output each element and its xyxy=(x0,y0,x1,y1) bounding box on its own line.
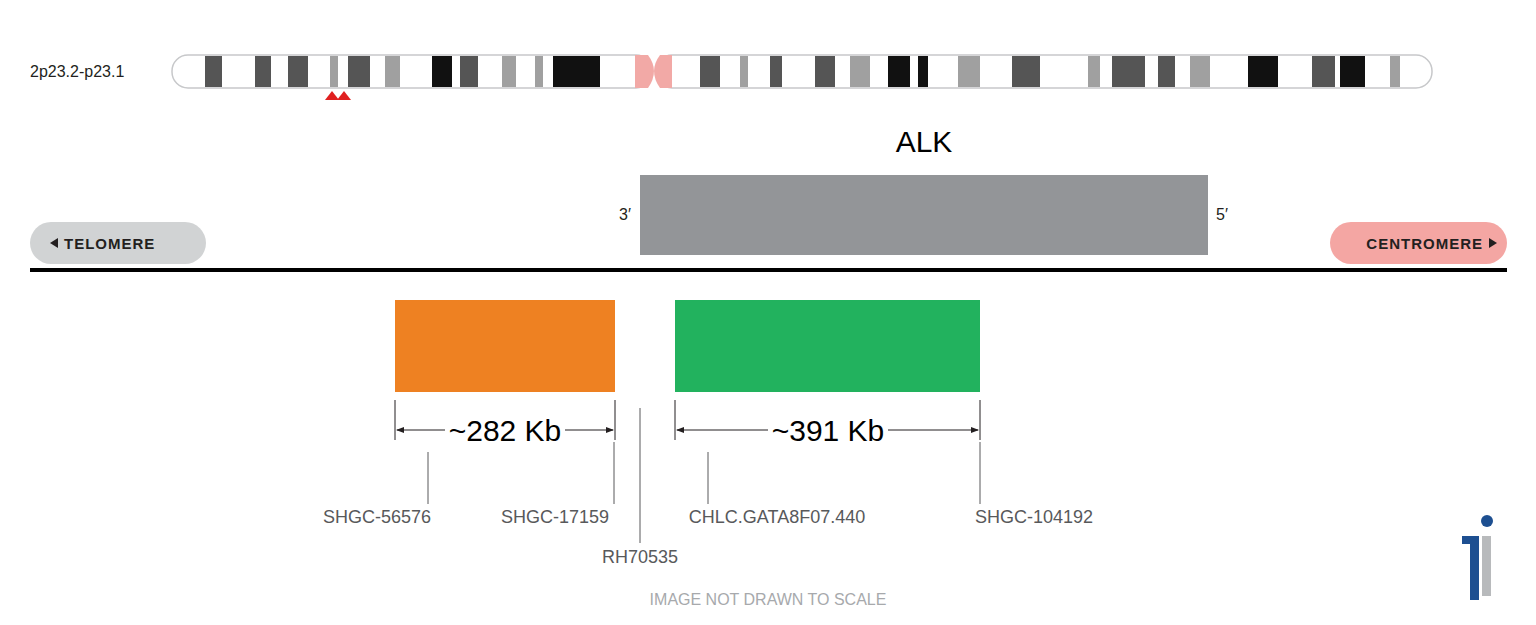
telomere-pill xyxy=(30,222,206,264)
marker-name: RH70535 xyxy=(598,548,682,568)
logo xyxy=(1462,515,1493,600)
direction-label: TELOMERE xyxy=(64,235,155,252)
band-label: 2p23.2-p23.1 xyxy=(26,63,128,81)
centromere-label: CENTROMERE xyxy=(1330,222,1507,264)
marker-name: CHLC.GATA8F07.440 xyxy=(685,508,869,528)
marker-name: SHGC-17159 xyxy=(497,508,613,528)
telomere-label: TELOMERE xyxy=(30,222,206,264)
chromosome-ideogram xyxy=(172,55,1432,100)
end-label: 5′ xyxy=(1212,206,1232,224)
marker-name: SHGC-104192 xyxy=(971,508,1097,528)
gene-name: ALK xyxy=(896,125,953,159)
direction-label: CENTROMERE xyxy=(1366,235,1483,252)
dimension: ~282 Kb xyxy=(445,414,566,447)
marker-name: SHGC-56576 xyxy=(319,508,435,528)
dimension: ~391 Kb xyxy=(768,414,889,447)
note: IMAGE NOT DRAWN TO SCALE xyxy=(646,591,891,609)
arrow-right xyxy=(1489,238,1497,248)
marker-leaders xyxy=(428,408,980,543)
end-label: 3′ xyxy=(615,206,635,224)
baseline xyxy=(30,268,1507,272)
gene-box: ALK xyxy=(640,175,1208,255)
arrow-left xyxy=(50,238,58,248)
probe-orange xyxy=(395,300,615,392)
probe-green xyxy=(675,300,980,392)
centromere-pill xyxy=(1330,222,1507,264)
